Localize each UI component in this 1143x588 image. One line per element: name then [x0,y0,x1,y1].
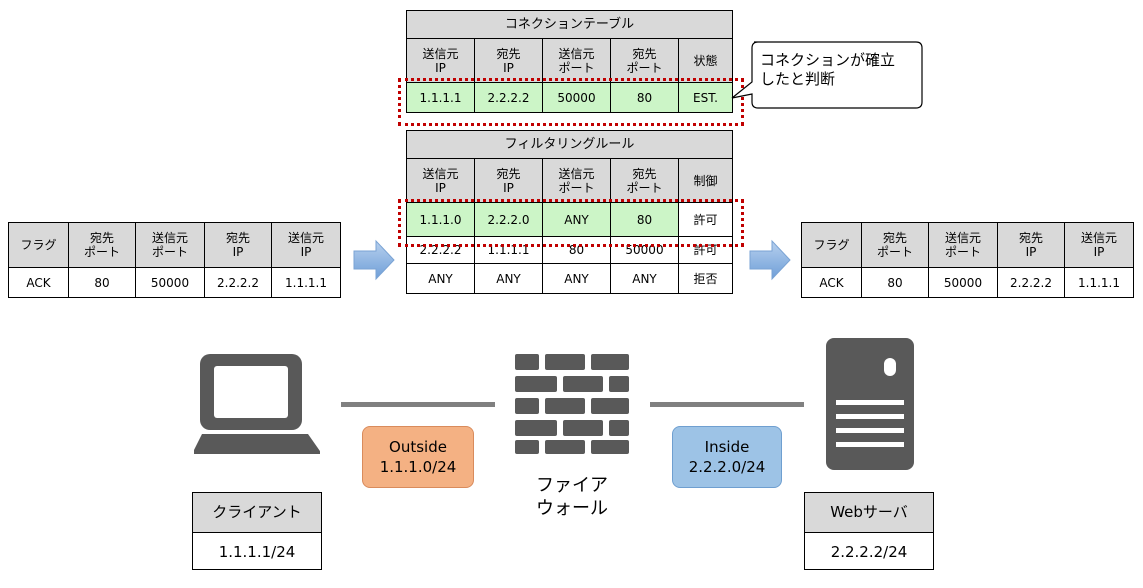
left-packet-header: フラグ [8,222,69,268]
filter-header: 制御 [677,158,734,203]
connection-highlight [398,78,744,126]
left-packet-cell: 50000 [135,267,205,298]
left-packet-header: 宛先 ポート [68,222,136,268]
left-packet-header: 送信元 IP [271,222,341,268]
filter-cell: 1.1.1.0 [406,202,475,237]
right-packet-table: フラグ 宛先 ポート 送信元 ポート 宛先 IP 送信元 IP ACK 80 5… [801,222,1134,298]
filter-header: 宛先 ポート [610,158,679,203]
client-title: クライアント [193,493,321,533]
right-packet-cell: 50000 [928,267,998,298]
filter-highlight [398,199,744,247]
right-packet-header: 宛先 IP [997,222,1065,268]
client-ip: 1.1.1.1/24 [218,543,296,561]
filter-cell: ANY [542,202,611,237]
firewall-label: ファイア ウォール [536,475,608,519]
inside-network-label: Inside 2.2.2.0/24 [672,426,782,488]
outside-name: Outside [389,438,447,456]
right-packet-cell: 2.2.2.2 [997,267,1065,298]
filter-cell: ANY [406,263,475,294]
arrow-right-icon [353,239,395,281]
left-packet-cell: 1.1.1.1 [271,267,341,298]
callout-bubble [731,41,923,109]
connection-cell: EST. [678,82,733,113]
filter-cell: ANY [542,263,611,294]
connection-header: 宛先 ポート [610,38,679,83]
server-box: Webサーバ 2.2.2.2/24 [804,492,934,570]
left-packet-table: フラグ 宛先 ポート 送信元 ポート 宛先 IP 送信元 IP ACK 80 5… [8,222,341,298]
outside-network-label: Outside 1.1.1.0/24 [362,426,474,488]
right-packet-header: フラグ [801,222,862,268]
filter-cell: 拒否 [677,263,734,294]
inside-subnet: 2.2.2.0/24 [688,458,766,476]
right-packet-cell: 1.1.1.1 [1064,267,1134,298]
connection-header: 送信元 ポート [542,38,611,83]
server-ip: 2.2.2.2/24 [830,543,908,561]
connection-cell: 1.1.1.1 [406,82,475,113]
left-packet-cell: 80 [68,267,136,298]
filter-cell: ANY [610,263,679,294]
inside-link-line [650,402,804,407]
connection-table-title: コネクションテーブル [406,10,733,39]
firewall-icon [515,354,629,454]
filter-header: 送信元 ポート [542,158,611,203]
connection-header: 宛先 IP [474,38,543,83]
left-packet-header: 宛先 IP [204,222,272,268]
connection-cell: 50000 [542,82,611,113]
right-packet-header: 送信元 IP [1064,222,1134,268]
filter-cell: 80 [610,202,679,237]
filter-cell: 許可 [677,236,734,264]
arrow-right-icon [749,239,791,281]
laptop-icon [194,354,320,454]
right-packet-cell: ACK [801,267,862,298]
connection-header: 送信元 IP [406,38,475,83]
connection-header: 状態 [678,38,733,83]
filter-header: 送信元 IP [406,158,475,203]
inside-name: Inside [704,438,750,456]
filter-table: フィルタリングルール 送信元 IP 宛先 IP 送信元 ポート 宛先 ポート 制… [405,130,734,294]
right-packet-header: 宛先 ポート [861,222,929,268]
left-packet-header: 送信元 ポート [135,222,205,268]
client-box: クライアント 1.1.1.1/24 [192,492,322,570]
connection-cell: 2.2.2.2 [474,82,543,113]
server-title: Webサーバ [805,493,933,533]
filter-cell: 2.2.2.0 [474,202,543,237]
filter-header: 宛先 IP [474,158,543,203]
left-packet-cell: 2.2.2.2 [204,267,272,298]
left-packet-cell: ACK [8,267,69,298]
callout-text: コネクションが確立 したと判断 [760,51,896,88]
filter-cell: 許可 [677,202,734,237]
outside-subnet: 1.1.1.0/24 [379,458,457,476]
connection-table: コネクションテーブル 送信元 IP 宛先 IP 送信元 ポート 宛先 ポート 状… [406,10,733,113]
connection-cell: 80 [610,82,679,113]
right-packet-header: 送信元 ポート [928,222,998,268]
filter-cell: ANY [474,263,543,294]
server-icon [826,338,914,470]
right-packet-cell: 80 [861,267,929,298]
outside-link-line [341,402,495,407]
filter-cell: 80 [542,236,611,264]
filter-table-title: フィルタリングルール [405,130,734,159]
